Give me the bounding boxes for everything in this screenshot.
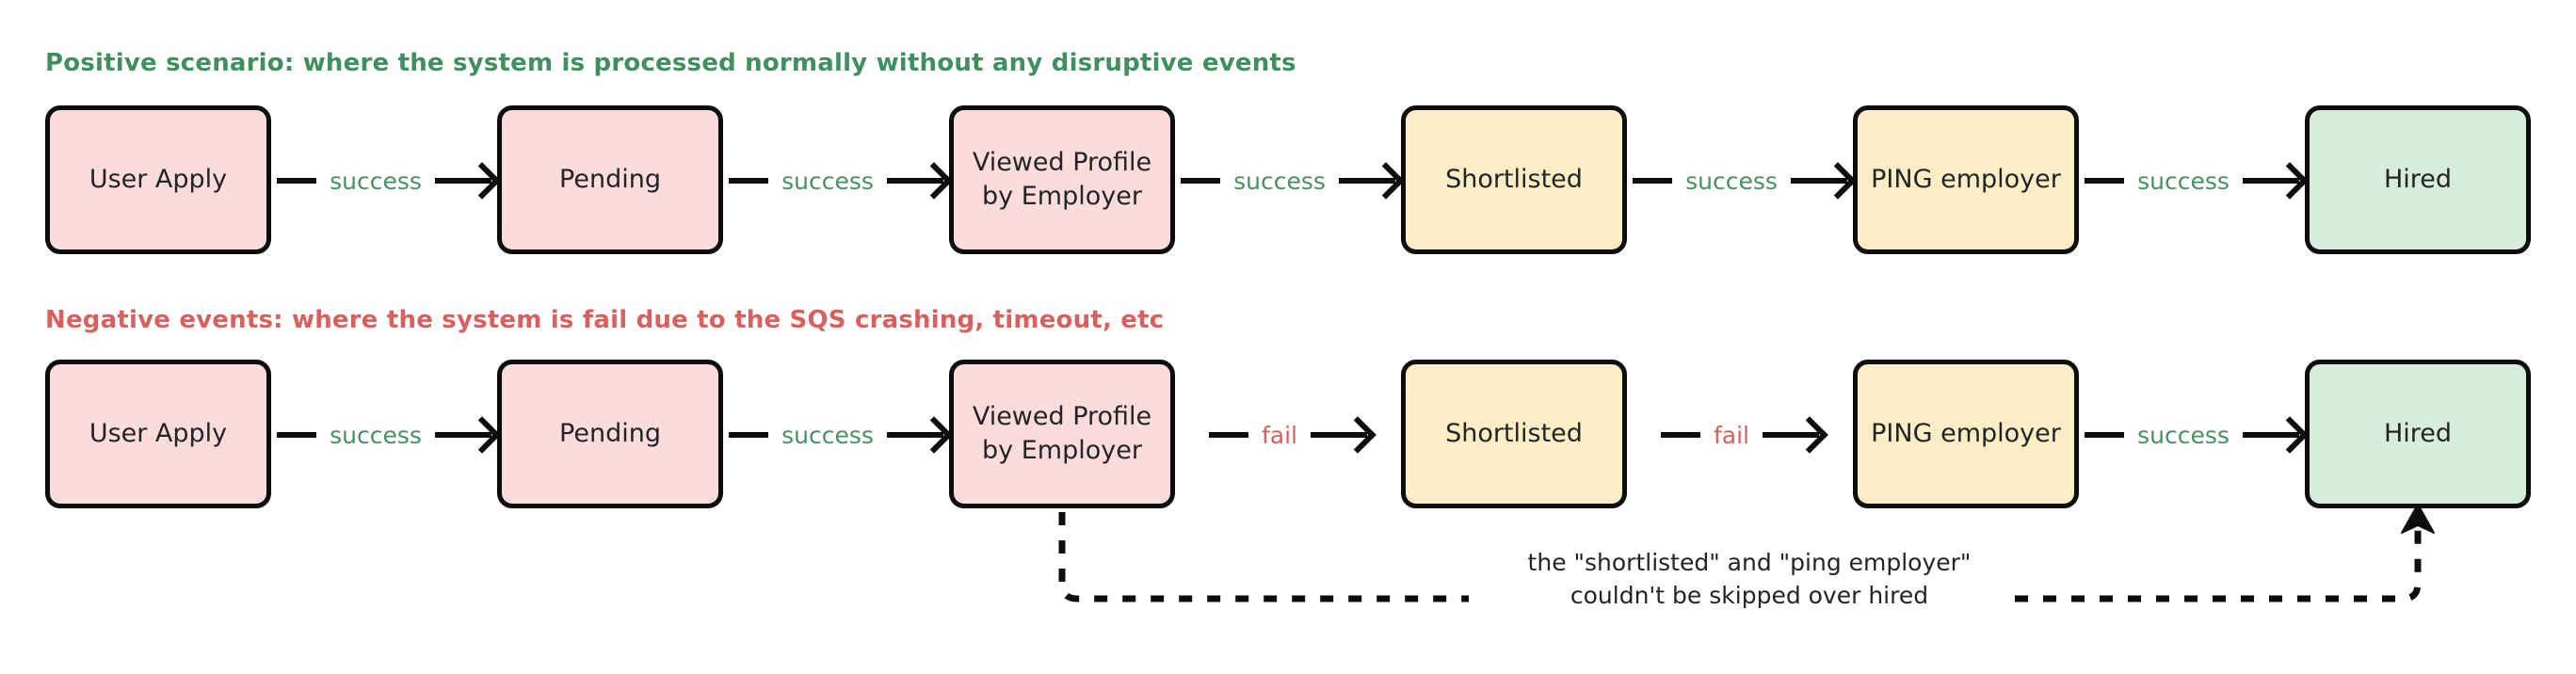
arrow-right-icon (1790, 178, 1847, 184)
edge-stub-icon (2085, 432, 2125, 438)
edge-stub-icon (729, 432, 769, 438)
node-user-apply-negative[interactable]: User Apply (45, 360, 271, 508)
edge-stub-icon (1208, 432, 1248, 438)
edge-label: success (781, 167, 874, 195)
arrow-right-icon (434, 178, 491, 184)
skip-note-line-1: the "shortlisted" and "ping employer" (1527, 549, 1972, 576)
edge-label: success (330, 421, 422, 449)
arrow-right-icon (1763, 432, 1819, 438)
negative-flow-row: User Apply success Pending success Viewe… (0, 360, 2576, 510)
edge-label: success (2137, 167, 2230, 195)
arrow-right-icon (1311, 432, 1367, 438)
edge-pending-to-viewed-negative: success (723, 419, 949, 451)
node-ping-employer-positive[interactable]: PING employer (1853, 105, 2079, 254)
skip-path-group (1058, 504, 2435, 602)
node-label: Shortlisted (1445, 164, 1583, 194)
arrow-right-icon (434, 432, 491, 438)
edge-pending-to-viewed-positive: success (723, 165, 949, 197)
node-label-line2: by Employer (982, 436, 1142, 465)
node-shortlisted-positive[interactable]: Shortlisted (1401, 105, 1627, 254)
arrow-right-icon (886, 178, 943, 184)
skip-path-left (1058, 512, 1469, 602)
arrow-right-icon (1338, 178, 1395, 184)
edge-label: success (330, 167, 422, 195)
node-label: Hired (2383, 164, 2453, 194)
node-label: Pending (559, 418, 661, 448)
edge-viewed-to-shortlisted-negative: fail (1175, 419, 1401, 451)
node-label: User Apply (89, 164, 228, 194)
node-label: Viewed Profile by Employer (973, 400, 1151, 469)
skip-path-annotation: the "shortlisted" and "ping employer" co… (1505, 546, 1994, 612)
node-label: User Apply (89, 418, 228, 448)
edge-label: success (781, 421, 874, 449)
node-viewed-profile-negative[interactable]: Viewed Profile by Employer (949, 360, 1175, 508)
edge-shortlisted-to-ping-negative: fail (1627, 419, 1853, 451)
edge-label: success (2137, 421, 2230, 449)
edge-stub-icon (729, 178, 769, 184)
node-pending-positive[interactable]: Pending (497, 105, 723, 254)
node-pending-negative[interactable]: Pending (497, 360, 723, 508)
edge-user-apply-to-pending-negative: success (271, 419, 497, 451)
node-hired-positive[interactable]: Hired (2305, 105, 2531, 254)
node-label: Hired (2383, 418, 2453, 448)
edge-ping-to-hired-positive: success (2079, 165, 2305, 197)
node-viewed-profile-positive[interactable]: Viewed Profile by Employer (949, 105, 1175, 254)
node-label: Viewed Profile by Employer (973, 146, 1151, 215)
skip-note-line-2: couldn't be skipped over hired (1570, 582, 1929, 609)
arrow-up-icon (2401, 504, 2435, 534)
edge-stub-icon (1660, 432, 1700, 438)
edge-ping-to-hired-negative: success (2079, 419, 2305, 451)
negative-scenario-heading: Negative events: where the system is fai… (45, 306, 1165, 334)
positive-scenario-heading: Positive scenario: where the system is p… (45, 49, 1296, 77)
arrow-right-icon (2242, 178, 2299, 184)
edge-label: success (1685, 167, 1778, 195)
edge-label: fail (1261, 421, 1297, 449)
arrow-right-icon (2242, 432, 2299, 438)
node-label: PING employer (1871, 164, 2061, 194)
edge-shortlisted-to-ping-positive: success (1627, 165, 1853, 197)
edge-stub-icon (277, 432, 317, 438)
edge-label: fail (1713, 421, 1749, 449)
node-label: PING employer (1871, 418, 2061, 448)
node-label-line1: Viewed Profile (972, 401, 1152, 431)
node-label-line2: by Employer (982, 182, 1142, 211)
node-user-apply-positive[interactable]: User Apply (45, 105, 271, 254)
node-label-line1: Viewed Profile (972, 147, 1152, 177)
edge-viewed-to-shortlisted-positive: success (1175, 165, 1401, 197)
positive-flow-row: User Apply success Pending success Viewe… (0, 105, 2576, 256)
node-hired-negative[interactable]: Hired (2305, 360, 2531, 508)
edge-user-apply-to-pending-positive: success (271, 165, 497, 197)
node-label: Shortlisted (1445, 418, 1583, 448)
node-label: Pending (559, 164, 661, 194)
edge-label: success (1233, 167, 1326, 195)
edge-stub-icon (1633, 178, 1673, 184)
skip-path-right (2015, 529, 2422, 602)
edge-stub-icon (277, 178, 317, 184)
node-ping-employer-negative[interactable]: PING employer (1853, 360, 2079, 508)
edge-stub-icon (1181, 178, 1221, 184)
edge-stub-icon (2085, 178, 2125, 184)
arrow-right-icon (886, 432, 943, 438)
node-shortlisted-negative[interactable]: Shortlisted (1401, 360, 1627, 508)
